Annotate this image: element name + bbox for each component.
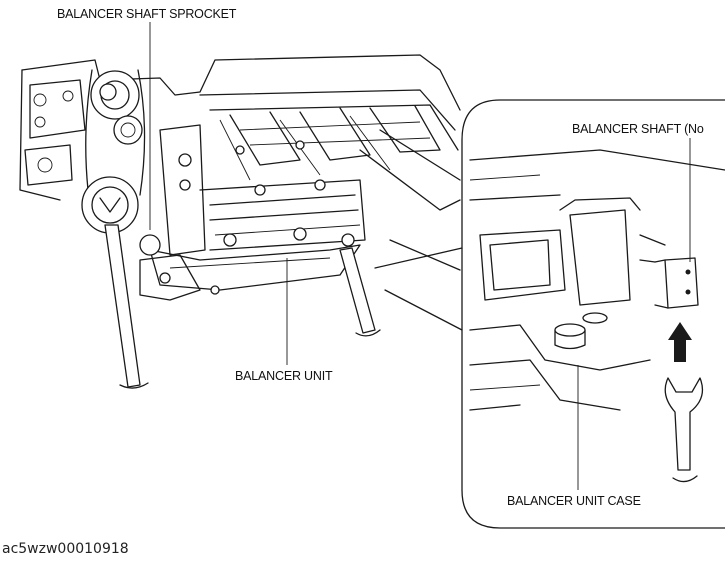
- sprocket-assembly: [81, 69, 161, 256]
- label-balancer-unit: BALANCER UNIT: [235, 369, 333, 383]
- figure-caption: ac5wzw00010918: [2, 541, 129, 557]
- label-balancer-unit-case: BALANCER UNIT CASE: [507, 494, 641, 508]
- detail-inset: [374, 99, 725, 529]
- label-balancer-shaft-sprocket: BALANCER SHAFT SPROCKET: [57, 7, 237, 21]
- engine-diagram: BALANCER SHAFT SPROCKET BALANCER UNIT BA…: [19, 7, 725, 529]
- holding-tool: [104, 224, 381, 389]
- engine-block: [19, 54, 461, 301]
- label-balancer-shaft-no: BALANCER SHAFT (No: [572, 122, 704, 136]
- leader-lines: [149, 22, 691, 490]
